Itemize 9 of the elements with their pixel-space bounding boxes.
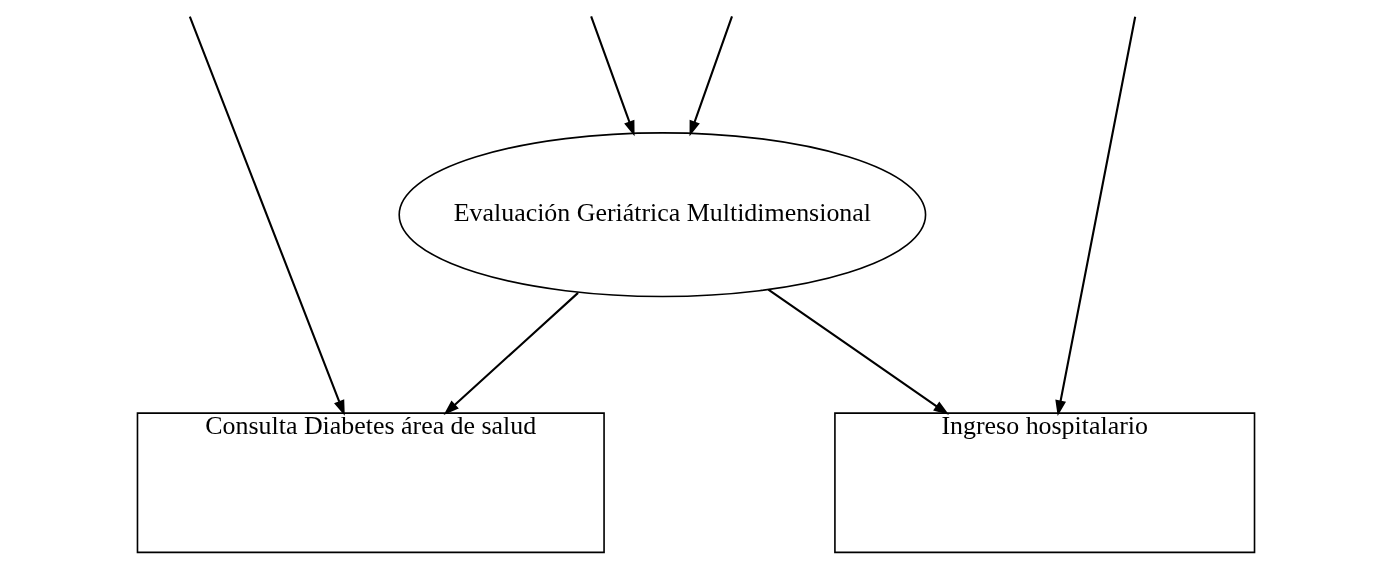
node-box: Consulta Diabetes área de salud: [136, 412, 605, 554]
arrow: [689, 15, 733, 137]
arrow: [590, 15, 635, 137]
arrow: [1055, 16, 1137, 416]
arrow: [767, 288, 950, 415]
arrow: [443, 292, 579, 415]
node-box: Ingreso hospitalario: [834, 412, 1256, 554]
arrow: [188, 16, 345, 416]
node-ellipse: Evaluación Geriátrica Multidimensional: [398, 132, 927, 298]
